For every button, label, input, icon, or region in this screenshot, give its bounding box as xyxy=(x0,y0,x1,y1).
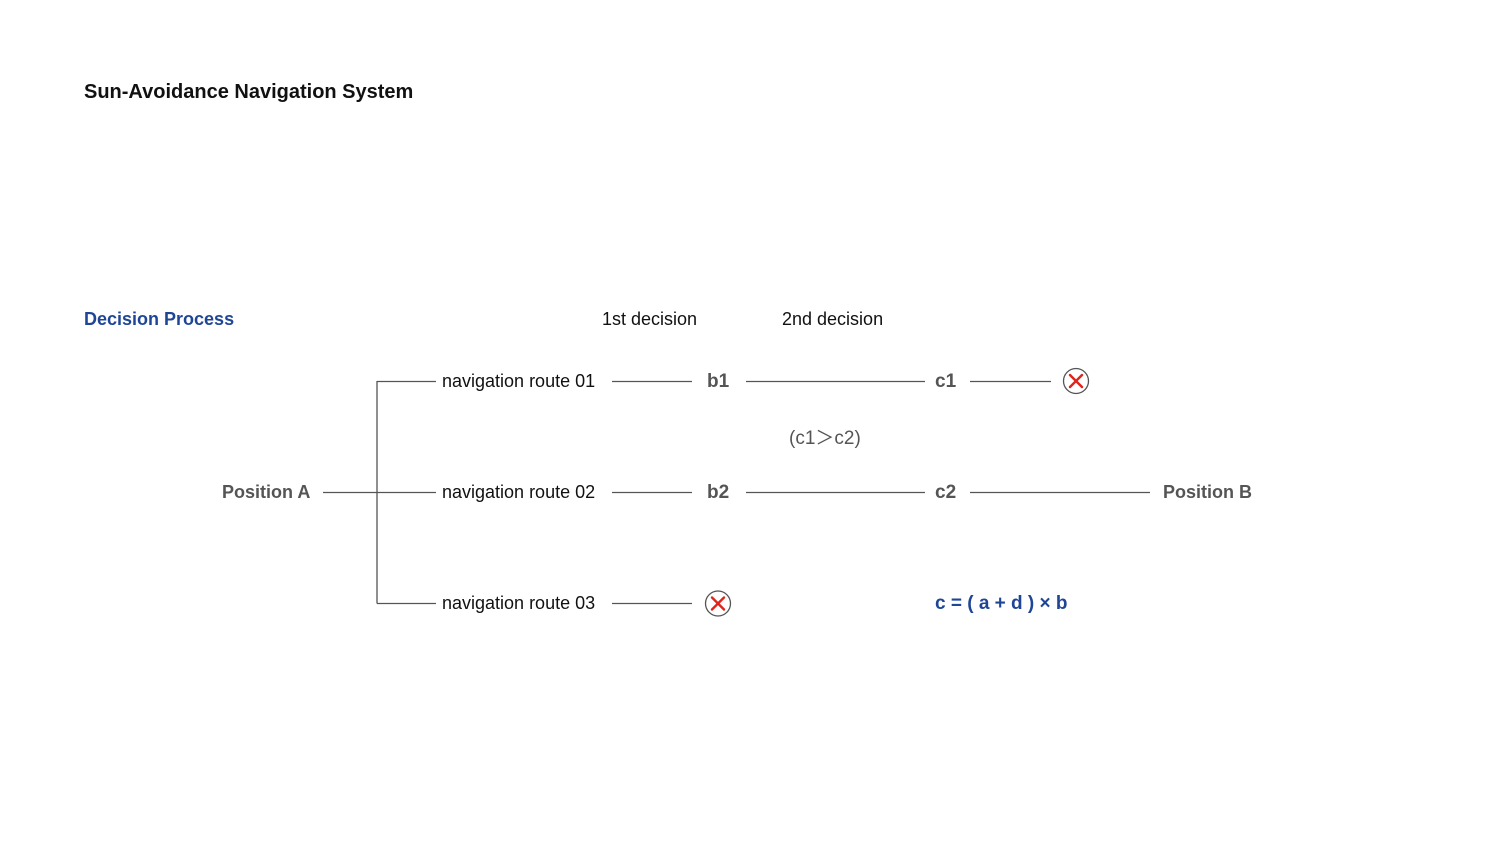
start-position-label: Position A xyxy=(222,482,311,502)
reject-x-icon xyxy=(704,590,732,617)
column-header-1st-decision: 1st decision xyxy=(602,309,698,329)
decision-node-c1: c1 xyxy=(935,371,957,392)
route-01-label: navigation route 01 xyxy=(442,371,596,391)
route-03-label: navigation route 03 xyxy=(442,593,596,613)
end-position-label: Position B xyxy=(1163,482,1252,502)
formula: c = ( a + d ) × b xyxy=(935,593,1068,614)
reject-x-icon xyxy=(1062,367,1090,395)
decision-node-b1: b1 xyxy=(707,371,730,392)
decision-node-c2: c2 xyxy=(935,482,957,503)
decision-node-b2: b2 xyxy=(707,482,730,503)
comparison-note: (c1＞c2) xyxy=(789,428,861,449)
page-title: Sun-Avoidance Navigation System xyxy=(84,81,414,103)
route-02-label: navigation route 02 xyxy=(442,482,596,502)
section-title: Decision Process xyxy=(84,309,235,329)
column-header-2nd-decision: 2nd decision xyxy=(782,309,884,329)
